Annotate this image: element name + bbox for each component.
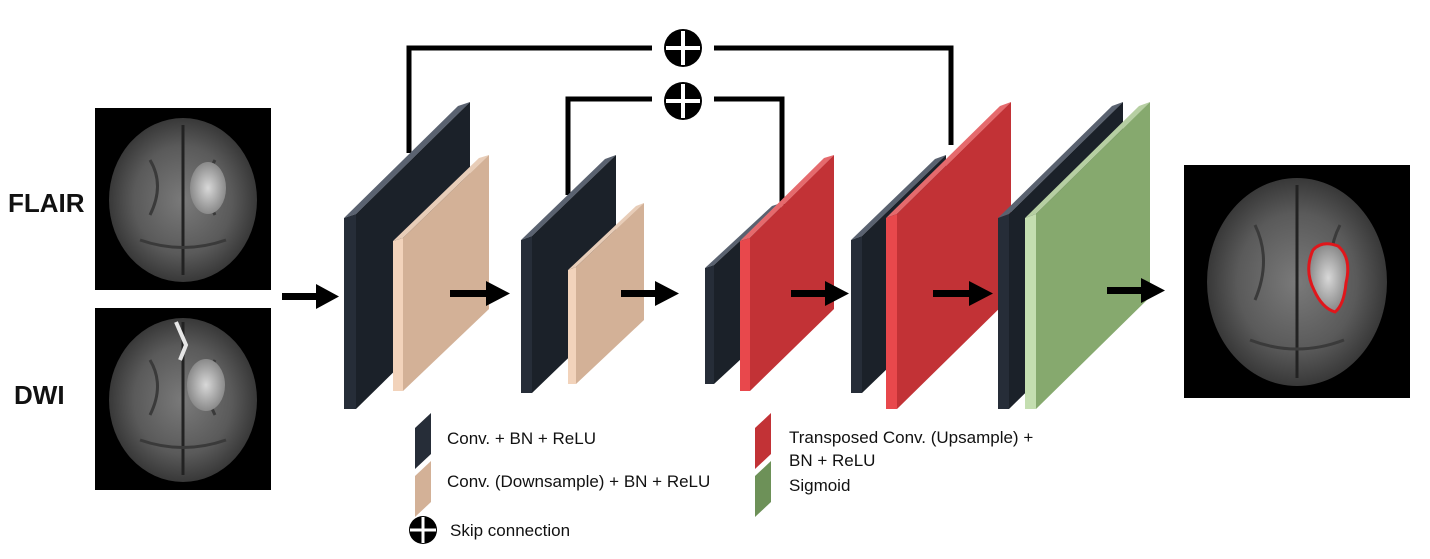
transposed-conv-layer-1 bbox=[740, 155, 834, 391]
arrow-encoder1-to-encoder2 bbox=[450, 281, 510, 306]
legend-transposed-swatch bbox=[755, 413, 771, 469]
legend-downsample-label: Conv. (Downsample) + BN + ReLU bbox=[447, 472, 710, 491]
skip-connection-symbol-outer bbox=[664, 29, 702, 67]
flow-arrows bbox=[282, 278, 1165, 309]
dwi-label: DWI bbox=[14, 380, 65, 410]
downsample-layer-2 bbox=[568, 203, 644, 384]
flair-image bbox=[95, 108, 271, 290]
legend-sigmoid-swatch bbox=[755, 461, 771, 517]
legend-skip-connection-icon bbox=[409, 516, 437, 544]
legend-skip-label: Skip connection bbox=[450, 521, 570, 540]
legend-sigmoid-label: Sigmoid bbox=[789, 476, 850, 495]
flair-label: FLAIR bbox=[8, 188, 85, 218]
arrow-final-to-output bbox=[1107, 278, 1165, 303]
tumor-outline bbox=[1307, 242, 1350, 314]
skip-connection-outer bbox=[406, 45, 954, 153]
dwi-image bbox=[95, 308, 271, 490]
legend-conv-label: Conv. + BN + ReLU bbox=[447, 429, 596, 448]
arrow-encoder2-to-decoder1 bbox=[621, 281, 679, 306]
sigmoid-layer bbox=[1025, 102, 1150, 409]
legend-transposed-label-line2: BN + ReLU bbox=[789, 451, 875, 470]
skip-connection-inner bbox=[565, 96, 785, 205]
legend-conv-swatch bbox=[415, 413, 431, 469]
segmentation-output-image bbox=[1184, 165, 1410, 398]
legend: Conv. + BN + ReLU Conv. (Downsample) + B… bbox=[409, 413, 1033, 544]
arrow-input-to-encoder bbox=[282, 284, 339, 309]
legend-transposed-label-line1: Transposed Conv. (Upsample) + bbox=[789, 428, 1033, 447]
arrow-decoder1-to-decoder2 bbox=[791, 281, 849, 306]
arrow-decoder2-to-final bbox=[933, 281, 993, 306]
skip-connection-symbol-inner bbox=[664, 82, 702, 120]
transposed-conv-layer-2 bbox=[886, 102, 1011, 409]
downsample-layer-1 bbox=[393, 155, 489, 391]
legend-downsample-swatch bbox=[415, 461, 431, 517]
